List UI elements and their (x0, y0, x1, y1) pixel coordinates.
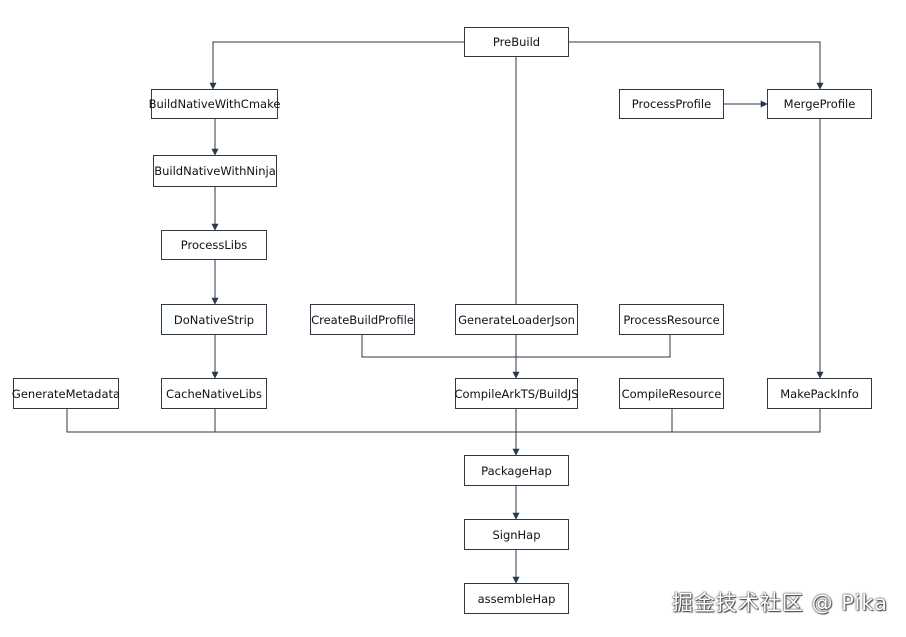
node-assemble-hap: assembleHap (464, 583, 569, 614)
node-generate-metadata: GenerateMetadata (12, 378, 120, 409)
node-compile-arkts-buildjs: CompileArkTS/BuildJS (454, 378, 579, 409)
node-merge-profile: MergeProfile (767, 89, 872, 119)
node-build-native-with-ninja: BuildNativeWithNinja (153, 155, 277, 187)
node-generate-loader-json: GenerateLoaderJson (455, 304, 578, 335)
node-compile-resource: CompileResource (619, 378, 724, 409)
node-do-native-strip: DoNativeStrip (161, 304, 267, 335)
edge-prebuild-to-merge-profile (569, 41, 824, 90)
node-make-pack-info: MakePackInfo (767, 378, 872, 409)
node-process-profile: ProcessProfile (619, 89, 724, 119)
watermark: 掘金技术社区 @ Pika (671, 591, 888, 615)
node-package-hap: PackageHap (464, 455, 569, 486)
edge-generate-metadata-bus (66, 409, 821, 433)
edge-prebuild-to-build-native-cmake (209, 41, 464, 90)
node-process-libs: ProcessLibs (161, 230, 267, 260)
node-cache-native-libs: CacheNativeLibs (161, 378, 267, 409)
edge-build-profile-connector (361, 335, 671, 358)
node-prebuild: PreBuild (464, 27, 569, 57)
node-sign-hap: SignHap (464, 519, 569, 550)
node-create-build-profile: CreateBuildProfile (310, 304, 415, 335)
node-process-resource: ProcessResource (619, 304, 724, 335)
node-build-native-with-cmake: BuildNativeWithCmake (149, 89, 280, 119)
